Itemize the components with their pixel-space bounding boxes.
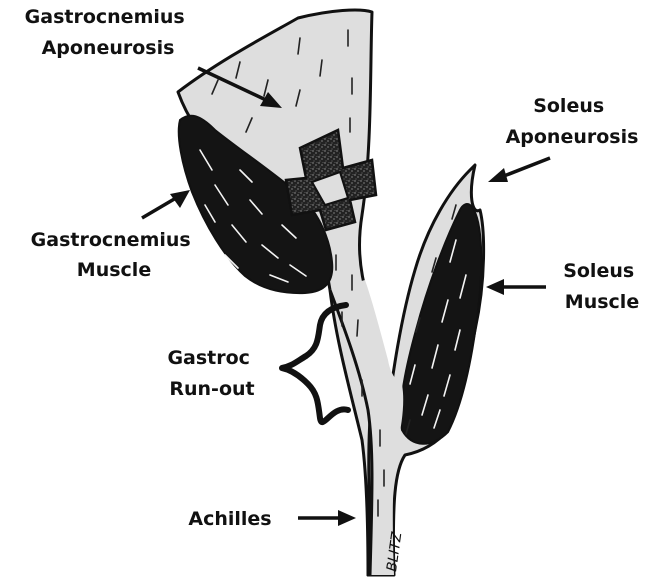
label-gastrocnemius-muscle: Gastrocnemius Muscle [31, 229, 198, 281]
label-soleus-apo-line2: Aponeurosis [506, 126, 639, 148]
label-soleus-muscle-line1: Soleus [563, 260, 634, 282]
label-gastroc-muscle-line1: Gastrocnemius [31, 229, 191, 251]
arrow-soleus-aponeurosis [488, 158, 550, 182]
label-gastroc-apo-line2: Aponeurosis [42, 37, 175, 59]
label-soleus-muscle: Soleus Muscle [563, 260, 641, 313]
label-achilles: Achilles [188, 508, 271, 530]
label-soleus-aponeurosis: Soleus Aponeurosis [506, 95, 639, 148]
label-soleus-muscle-line2: Muscle [565, 291, 639, 313]
label-gastroc-apo-line1: Gastrocnemius [25, 6, 185, 28]
label-gastroc-runout: Gastroc Run-out [167, 347, 256, 400]
label-gastroc-muscle-line2: Muscle [77, 259, 151, 281]
label-gastrocnemius-aponeurosis: Gastrocnemius Aponeurosis [25, 6, 192, 59]
arrow-achilles [298, 510, 356, 526]
label-runout-line2: Run-out [169, 378, 254, 400]
arrow-soleus-muscle [486, 279, 546, 295]
arrow-gastroc-muscle [142, 190, 190, 218]
label-runout-line1: Gastroc [167, 347, 250, 369]
label-soleus-apo-line1: Soleus [533, 95, 604, 117]
